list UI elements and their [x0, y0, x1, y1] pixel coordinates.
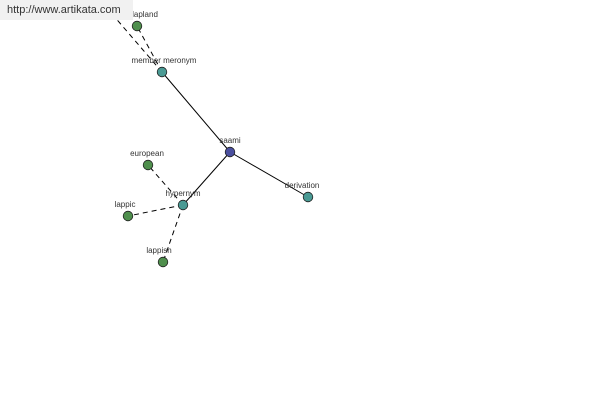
edge-hypernym-european — [147, 164, 184, 206]
node-lappic[interactable]: lappic — [115, 200, 136, 222]
node-circle-lappic[interactable] — [122, 210, 134, 222]
node-label-member-meronym: member meronym — [132, 56, 197, 65]
node-label-european: european — [130, 149, 164, 158]
edge-member-meronym-offscreen-top — [99, 0, 163, 73]
node-circle-lappish[interactable] — [157, 256, 169, 268]
node-label-saami: saami — [219, 136, 241, 145]
node-lapland[interactable]: lapland — [131, 10, 158, 32]
edge-saami-derivation — [229, 151, 309, 198]
node-label-derivation: derivation — [285, 181, 320, 190]
node-label-lappish: lappish — [146, 246, 171, 255]
node-saami[interactable]: saami — [219, 136, 241, 158]
node-circle-member-meronym[interactable] — [156, 66, 168, 78]
node-circle-derivation[interactable] — [302, 191, 314, 203]
node-label-lappic: lappic — [115, 200, 136, 209]
watermark-link[interactable]: http://www.artikata.com — [0, 0, 133, 20]
node-circle-european[interactable] — [142, 159, 154, 171]
edge-member-meronym-lapland — [136, 25, 163, 73]
edge-hypernym-lappic — [127, 204, 184, 217]
node-derivation[interactable]: derivation — [285, 181, 320, 203]
nodes-layer: saami member meronym hypernym derivation lap… — [115, 10, 320, 268]
node-hypernym[interactable]: hypernym — [165, 189, 201, 211]
node-circle-lapland[interactable] — [131, 20, 143, 32]
edge-saami-hypernym — [182, 151, 231, 206]
node-label-lapland: lapland — [132, 10, 158, 19]
node-circle-saami[interactable] — [224, 146, 236, 158]
node-lappish[interactable]: lappish — [146, 246, 172, 268]
node-circle-hypernym[interactable] — [177, 199, 189, 211]
edge-hypernym-lappish — [162, 204, 184, 263]
node-european[interactable]: european — [130, 149, 164, 171]
node-label-hypernym: hypernym — [165, 189, 200, 198]
edges-layer — [99, 0, 309, 263]
node-member-meronym[interactable]: member meronym — [132, 56, 197, 78]
edge-saami-member-meronym — [161, 71, 231, 153]
